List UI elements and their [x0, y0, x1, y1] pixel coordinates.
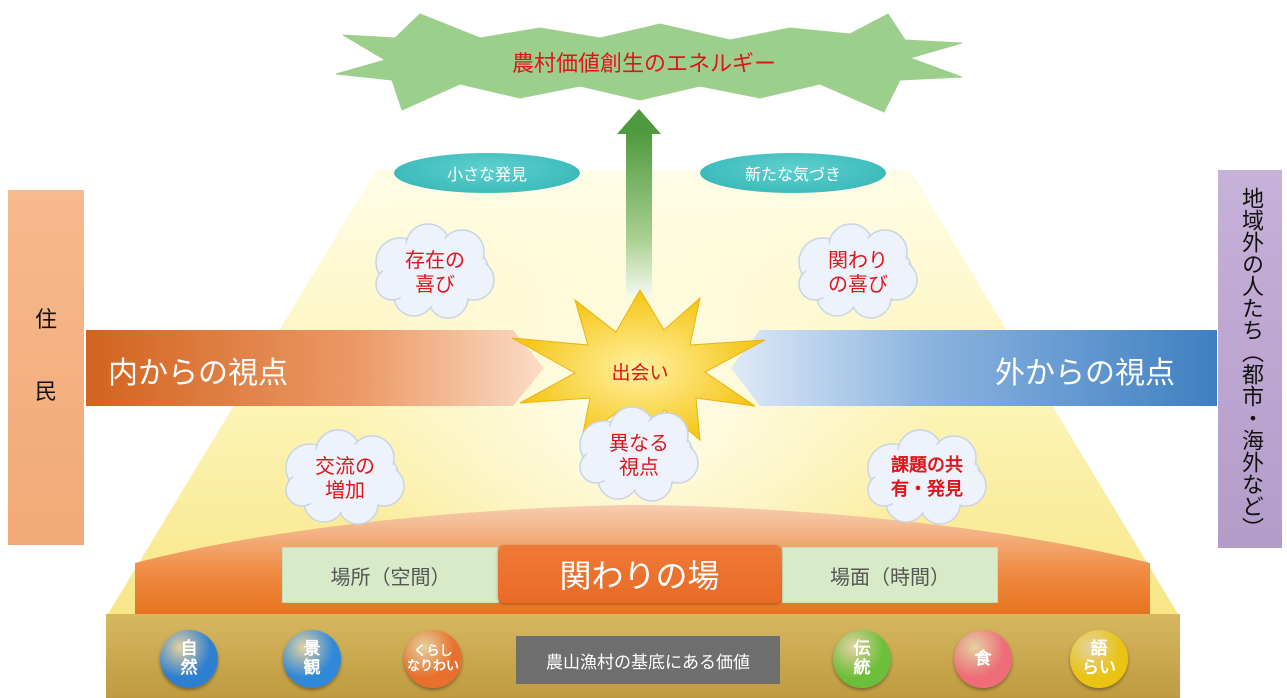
value-nature-line1: 自: [180, 639, 198, 659]
residents-char-2: 民: [34, 380, 57, 405]
value-nature: 自 然: [160, 630, 218, 688]
cloud-existence-joy: 存在の 喜び: [370, 222, 500, 322]
value-conversation-line2: らい: [1082, 658, 1116, 678]
residents-panel: 住 民: [8, 190, 84, 545]
cloud-involvement-joy: 関わり の喜び: [793, 222, 923, 322]
place-space-box: 場所（空間）: [282, 547, 499, 603]
cloud-exchange-increase: 交流の 増加: [280, 428, 410, 528]
value-livelihood-line2: なりわい: [406, 659, 459, 674]
value-food-line1: 食: [974, 648, 992, 669]
cloud-issue-sharing: 課題の共 有・発見: [862, 428, 992, 528]
cloud-issue-sharing-line1: 課題の共: [891, 455, 963, 476]
scene-time-box: 場面（時間）: [782, 547, 998, 603]
cloud-exchange-increase-line2: 増加: [325, 478, 365, 502]
cloud-shape: [867, 429, 987, 525]
cloud-issue-sharing-line2: 有・発見: [891, 479, 963, 500]
outsiders-panel: 地域外の人たち（都市・海外など）: [1218, 170, 1282, 548]
top-banner-label: 農村価値創生のエネルギー: [511, 52, 776, 77]
cloud-involvement-joy-line1: 関わり: [828, 248, 888, 272]
up-arrow-shaft: [626, 132, 652, 295]
cloud-shape: [579, 406, 699, 502]
cloud-involvement-joy-line2: の喜び: [828, 272, 888, 296]
value-conversation: 語 らい: [1070, 630, 1128, 688]
outsiders-label: 地域外の人たち（都市・海外など）: [1238, 187, 1263, 539]
value-landscape-line1: 景: [303, 639, 321, 659]
cloud-different-view: 異なる 視点: [574, 405, 704, 505]
outer-view-label: 外からの視点: [995, 356, 1175, 391]
cloud-exchange-increase-line1: 交流の: [315, 454, 375, 478]
value-tradition-line1: 伝: [853, 639, 871, 659]
value-landscape-line2: 観: [303, 658, 321, 678]
new-awareness-oval: 新たな気づき: [700, 153, 886, 193]
value-food: 食: [954, 630, 1012, 688]
cloud-existence-joy-line2: 喜び: [415, 272, 455, 296]
inner-view-arrow: [86, 330, 544, 406]
value-livelihood-line1: くらし: [413, 644, 453, 659]
cloud-different-view-line1: 異なる: [609, 431, 669, 455]
cloud-shape: [285, 429, 405, 525]
value-landscape: 景 観: [283, 630, 341, 688]
inner-view-label: 内からの視点: [108, 356, 288, 391]
value-livelihood: くらし なりわい: [404, 630, 462, 688]
value-tradition-line2: 統: [853, 658, 871, 678]
up-arrow-head: [617, 109, 661, 134]
encounter-label: 出会い: [611, 362, 669, 384]
relation-field-label: 関わりの場: [498, 545, 781, 603]
cloud-existence-joy-line1: 存在の: [405, 248, 465, 272]
cloud-shape: [798, 223, 918, 319]
base-value-label: 農山漁村の基底にある価値: [516, 636, 780, 684]
top-banner-shape: [335, 13, 963, 113]
value-nature-line2: 然: [180, 658, 198, 678]
cloud-different-view-line2: 視点: [619, 455, 659, 479]
residents-char-1: 住: [34, 308, 57, 333]
cloud-shape: [375, 223, 495, 319]
value-tradition: 伝 統: [833, 630, 891, 688]
small-discovery-oval: 小さな発見: [394, 153, 580, 193]
value-conversation-line1: 語: [1090, 639, 1108, 659]
outer-view-arrow: [731, 330, 1217, 406]
